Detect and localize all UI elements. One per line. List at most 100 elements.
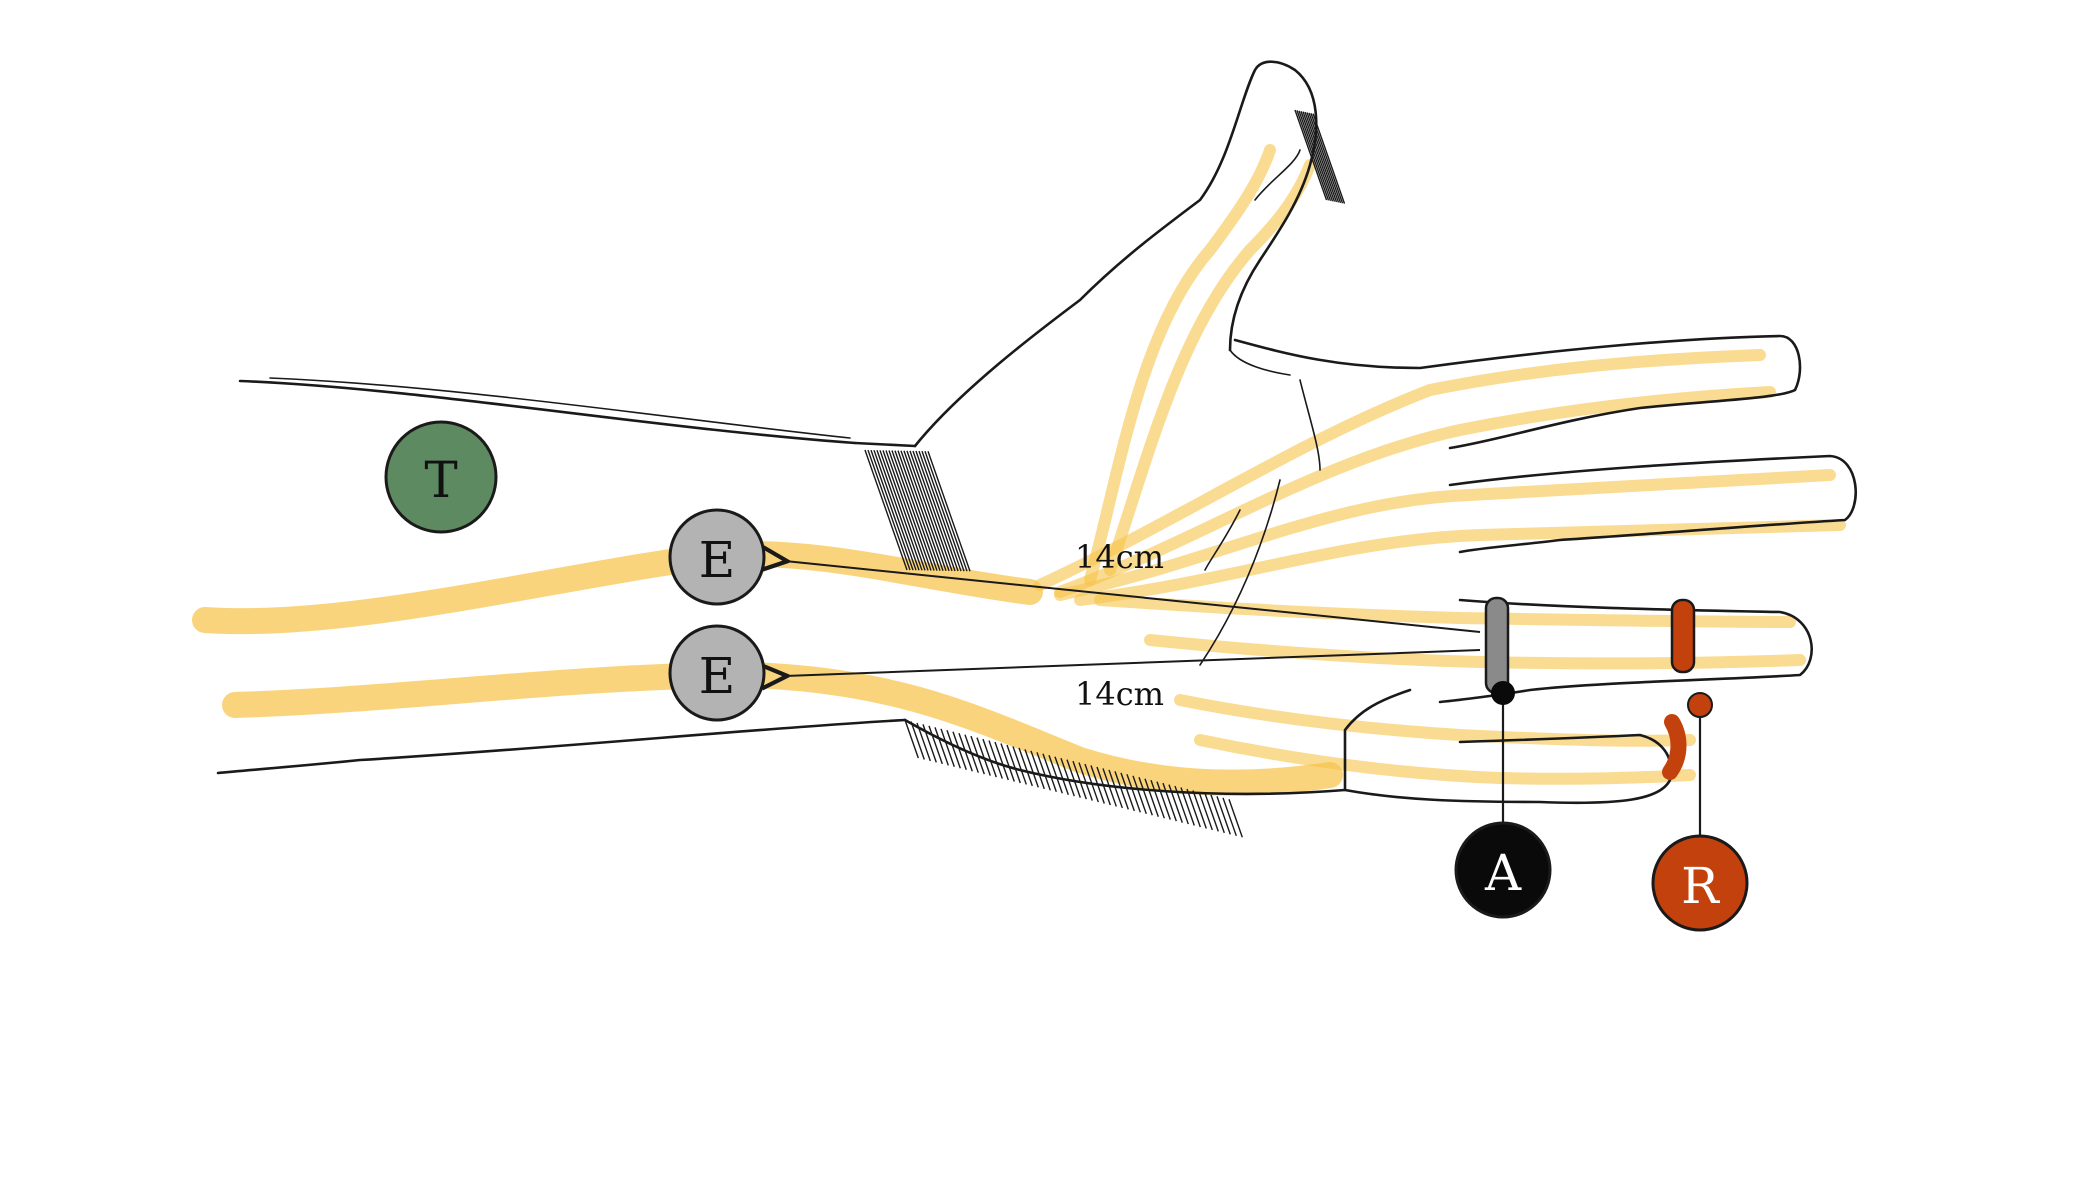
- hatch-stroke: [894, 450, 938, 571]
- distance-arrow-lower: [785, 649, 1481, 676]
- hatch-stroke: [867, 449, 911, 571]
- hatch-stroke: [958, 732, 973, 772]
- active-ring-band: [1484, 596, 1510, 695]
- hatch-stroke: [927, 451, 971, 572]
- hatch-stroke: [918, 450, 962, 572]
- recording-electrode-lower-label: E: [699, 647, 736, 705]
- hatch-stroke: [912, 450, 956, 572]
- hatch-stroke: [1162, 782, 1177, 822]
- hatch-stroke: [910, 721, 925, 760]
- hatch-stroke: [891, 450, 935, 571]
- ground-electrode-marker: T: [384, 420, 498, 534]
- thumb-nerve-2: [1104, 159, 1316, 576]
- index-nerve-1: [1034, 349, 1766, 591]
- hatch-stroke: [1066, 759, 1081, 798]
- hatch-stroke: [909, 450, 953, 572]
- hatch-stroke: [1078, 762, 1093, 801]
- hatch-stroke: [976, 737, 991, 776]
- hatch-stroke: [924, 450, 968, 572]
- distance-arrow-upper: [785, 561, 1481, 633]
- hatch-stroke: [1204, 793, 1219, 832]
- hatch-stroke: [1222, 797, 1237, 837]
- hatch-stroke: [1012, 746, 1027, 785]
- nerve-paths: [192, 144, 1846, 796]
- hatch-stroke: [870, 449, 914, 571]
- hatch-stroke: [1108, 769, 1123, 809]
- hatch-stroke: [885, 450, 929, 571]
- hatch-stroke: [903, 450, 947, 572]
- hatch-stroke: [879, 450, 923, 571]
- reference-electrode-marker: R: [1651, 834, 1749, 932]
- electrode-markers: T E E A R: [384, 420, 1749, 932]
- median-nerve-forearm: [192, 540, 1043, 635]
- hatch-stroke: [1216, 796, 1231, 835]
- ground-electrode-label: T: [424, 451, 457, 509]
- hatch-stroke: [1198, 791, 1213, 831]
- hatch-stroke: [916, 722, 931, 762]
- hand-outline: [216, 60, 1857, 805]
- hatch-stroke: [1084, 763, 1099, 803]
- hatch-stroke: [982, 738, 997, 778]
- hatch-stroke: [1018, 747, 1033, 787]
- hatch-stroke: [988, 740, 1003, 779]
- hatch-stroke: [900, 450, 944, 571]
- little-nerve-1: [1174, 694, 1696, 747]
- hatch-stroke: [873, 449, 917, 571]
- middle-nerve-1: [1054, 469, 1836, 601]
- shading-hatch: [864, 109, 1346, 838]
- hatch-stroke: [1048, 755, 1063, 794]
- hatch-stroke: [1308, 112, 1342, 204]
- ulnar-nerve-forearm: [222, 662, 1343, 796]
- hatch-stroke: [1156, 781, 1171, 820]
- ring-nerve-2: [1144, 634, 1806, 670]
- hatch-stroke: [1036, 752, 1051, 791]
- hatch-stroke: [1306, 112, 1340, 203]
- active-ring-contact-dot: [1491, 681, 1515, 705]
- reference-ring-contact-dot: [1687, 692, 1713, 718]
- hatch-stroke: [934, 727, 949, 766]
- hatch-stroke: [897, 450, 941, 571]
- hatch-stroke: [940, 728, 955, 768]
- hatch-stroke: [1310, 113, 1344, 204]
- hatch-stroke: [1120, 772, 1135, 812]
- distance-label-upper: 14cm: [1075, 538, 1164, 576]
- hatch-stroke: [1180, 787, 1195, 826]
- hatch-stroke: [1030, 750, 1045, 790]
- hatch-stroke: [1150, 779, 1165, 819]
- hatch-stroke: [915, 450, 959, 572]
- hatch-stroke: [1144, 778, 1159, 817]
- hatch-stroke: [882, 450, 926, 571]
- hatch-stroke: [1186, 788, 1201, 828]
- hatch-stroke: [994, 741, 1009, 781]
- recording-electrode-upper-label: E: [699, 531, 736, 589]
- reference-ring-lower-band: [1662, 714, 1687, 780]
- hatch-stroke: [922, 724, 937, 763]
- hatch-stroke: [1042, 753, 1057, 793]
- hatch-stroke: [906, 450, 950, 572]
- active-electrode-label: A: [1484, 844, 1522, 902]
- active-electrode-marker: A: [1454, 821, 1552, 919]
- reference-ring-band: [1670, 598, 1696, 674]
- hatch-stroke: [1192, 790, 1207, 829]
- hatch-stroke: [952, 731, 967, 770]
- hatch-stroke: [1174, 785, 1189, 825]
- hatch-stroke: [1296, 110, 1330, 201]
- hatch-stroke: [876, 450, 920, 571]
- hatch-stroke: [1096, 766, 1111, 806]
- hatch-stroke: [928, 725, 943, 765]
- hatch-stroke: [1090, 765, 1105, 804]
- hatch-stroke: [1006, 744, 1021, 784]
- hatch-stroke: [946, 730, 961, 769]
- hatch-stroke: [1060, 757, 1075, 797]
- hatch-stroke: [1072, 760, 1087, 800]
- hatch-stroke: [1300, 110, 1334, 202]
- hatch-stroke: [1228, 799, 1243, 838]
- hatch-stroke: [1132, 775, 1147, 815]
- hatch-stroke: [970, 735, 985, 775]
- hatch-stroke: [1302, 111, 1336, 202]
- thumb-nerve-1: [1084, 144, 1276, 586]
- hatch-stroke: [904, 719, 919, 759]
- hatch-stroke: [1138, 777, 1153, 816]
- ring-electrodes: [1484, 596, 1713, 843]
- hatch-stroke: [1304, 111, 1338, 203]
